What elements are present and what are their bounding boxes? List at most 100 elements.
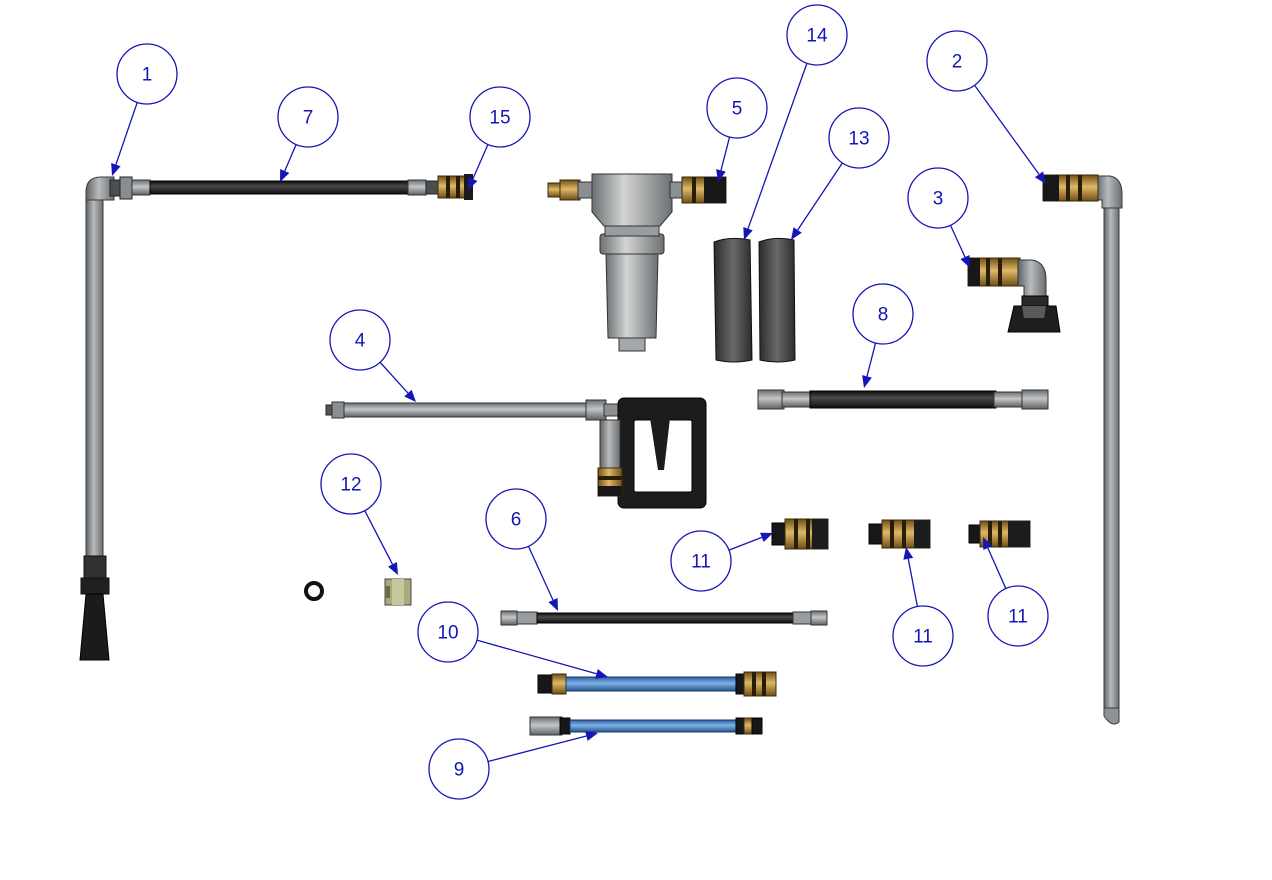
callout-arrowhead — [743, 227, 753, 240]
part-o-ring-13 — [304, 581, 324, 601]
callout-label: 15 — [489, 108, 510, 129]
part-filter-cartridge-14 — [758, 237, 796, 363]
part-elbow-nozzle-3 — [967, 257, 1061, 333]
part-long-tube-2 — [1042, 174, 1123, 725]
callout-arrowhead — [791, 227, 802, 240]
callout-arrowhead — [468, 177, 478, 190]
callout-arrowhead — [585, 731, 598, 741]
callout-leader-line — [527, 546, 554, 601]
part-filter-housing-5 — [547, 173, 727, 352]
callout-label: 6 — [511, 510, 522, 531]
callout-balloon — [987, 585, 1049, 647]
callout-13-15: 13 — [791, 107, 890, 240]
part-blue-hose-9 — [529, 716, 763, 736]
callout-arrowhead — [280, 169, 290, 182]
part-hose-7 — [131, 179, 441, 196]
callout-balloon — [786, 4, 848, 66]
callout-balloon — [926, 30, 988, 92]
callout-label: 11 — [913, 627, 933, 648]
callout-14-16: 14 — [743, 4, 848, 240]
callout-balloon — [277, 86, 339, 148]
callout-2-2: 2 — [926, 30, 1046, 184]
part-hose-6 — [500, 610, 828, 626]
callout-label: 9 — [454, 760, 465, 781]
callout-arrowhead — [862, 375, 872, 388]
callout-leader-line — [728, 536, 763, 551]
callout-12-14: 12 — [320, 453, 398, 575]
callout-label: 1 — [142, 65, 153, 86]
callout-leader-line — [987, 547, 1007, 589]
callout-leader-line — [476, 639, 597, 675]
callout-arrowhead — [903, 547, 914, 560]
callout-label: 8 — [878, 305, 889, 326]
callout-leader-line — [472, 144, 489, 180]
callout-label: 11 — [691, 552, 711, 573]
callout-4-4: 4 — [329, 309, 416, 402]
callout-10-10: 10 — [417, 601, 608, 679]
callout-label: 7 — [303, 108, 314, 129]
part-coupler-16 — [437, 174, 473, 200]
callout-balloon — [116, 43, 178, 105]
callout-label: 13 — [848, 129, 869, 150]
callout-balloon — [670, 530, 732, 592]
callout-leader-line — [720, 136, 731, 171]
callout-arrowhead — [595, 668, 608, 679]
callout-arrowhead — [716, 169, 726, 182]
callout-8-8: 8 — [852, 283, 914, 388]
callout-balloon — [485, 488, 547, 550]
callout-arrowhead — [960, 255, 970, 268]
callout-balloon — [320, 453, 382, 515]
callout-arrowhead — [1034, 171, 1046, 184]
callout-balloon — [828, 107, 890, 169]
part-filter-cartridge-15 — [713, 237, 753, 363]
callout-leader-line — [949, 225, 966, 258]
callout-label: 14 — [806, 26, 828, 47]
callout-leader-line — [907, 558, 919, 607]
callout-balloon — [428, 738, 490, 800]
callout-label: 10 — [437, 623, 458, 644]
callout-11-11: 11 — [670, 530, 773, 592]
callout-leader-line — [747, 63, 808, 229]
callout-arrowhead — [983, 537, 993, 550]
callout-balloon — [852, 283, 914, 345]
part-blue-hose-10 — [537, 671, 777, 697]
callout-arrowhead — [760, 532, 773, 543]
callout-balloon — [892, 605, 954, 667]
callout-balloon — [706, 77, 768, 139]
callout-arrowhead — [111, 163, 121, 176]
callout-leader-line — [487, 735, 587, 763]
callout-11-13: 11 — [983, 537, 1049, 647]
part-coupler-11-b — [868, 519, 931, 549]
callout-6-6: 6 — [485, 488, 558, 611]
callout-1-1: 1 — [111, 43, 178, 176]
callout-7-7: 7 — [277, 86, 339, 182]
callout-arrowhead — [404, 389, 416, 402]
callout-15-17: 15 — [468, 86, 531, 190]
callout-leader-line — [364, 510, 394, 565]
callout-balloon — [329, 309, 391, 371]
callout-leader-line — [115, 102, 138, 165]
callout-leader-line — [284, 144, 297, 172]
part-hose-8 — [757, 389, 1049, 410]
part-coupler-11-c — [968, 520, 1031, 548]
callout-11-12: 11 — [892, 547, 954, 667]
part-wand-with-nozzle — [79, 176, 133, 661]
part-nut-12 — [384, 578, 412, 606]
callout-5-5: 5 — [706, 77, 768, 182]
part-coupler-11-a — [771, 518, 829, 550]
callout-9-9: 9 — [428, 731, 598, 800]
callout-arrowhead — [548, 598, 558, 611]
callout-leader-line — [866, 342, 877, 377]
callout-label: 3 — [933, 189, 944, 210]
callout-leader-line — [797, 162, 843, 231]
callout-arrowhead — [388, 562, 398, 575]
callout-label: 5 — [732, 99, 743, 120]
callout-3-3: 3 — [907, 167, 970, 268]
callout-label: 2 — [952, 52, 963, 73]
callout-label: 4 — [355, 331, 366, 352]
callout-leader-line — [379, 361, 409, 394]
callout-balloon — [469, 86, 531, 148]
callout-leader-line — [974, 84, 1040, 175]
